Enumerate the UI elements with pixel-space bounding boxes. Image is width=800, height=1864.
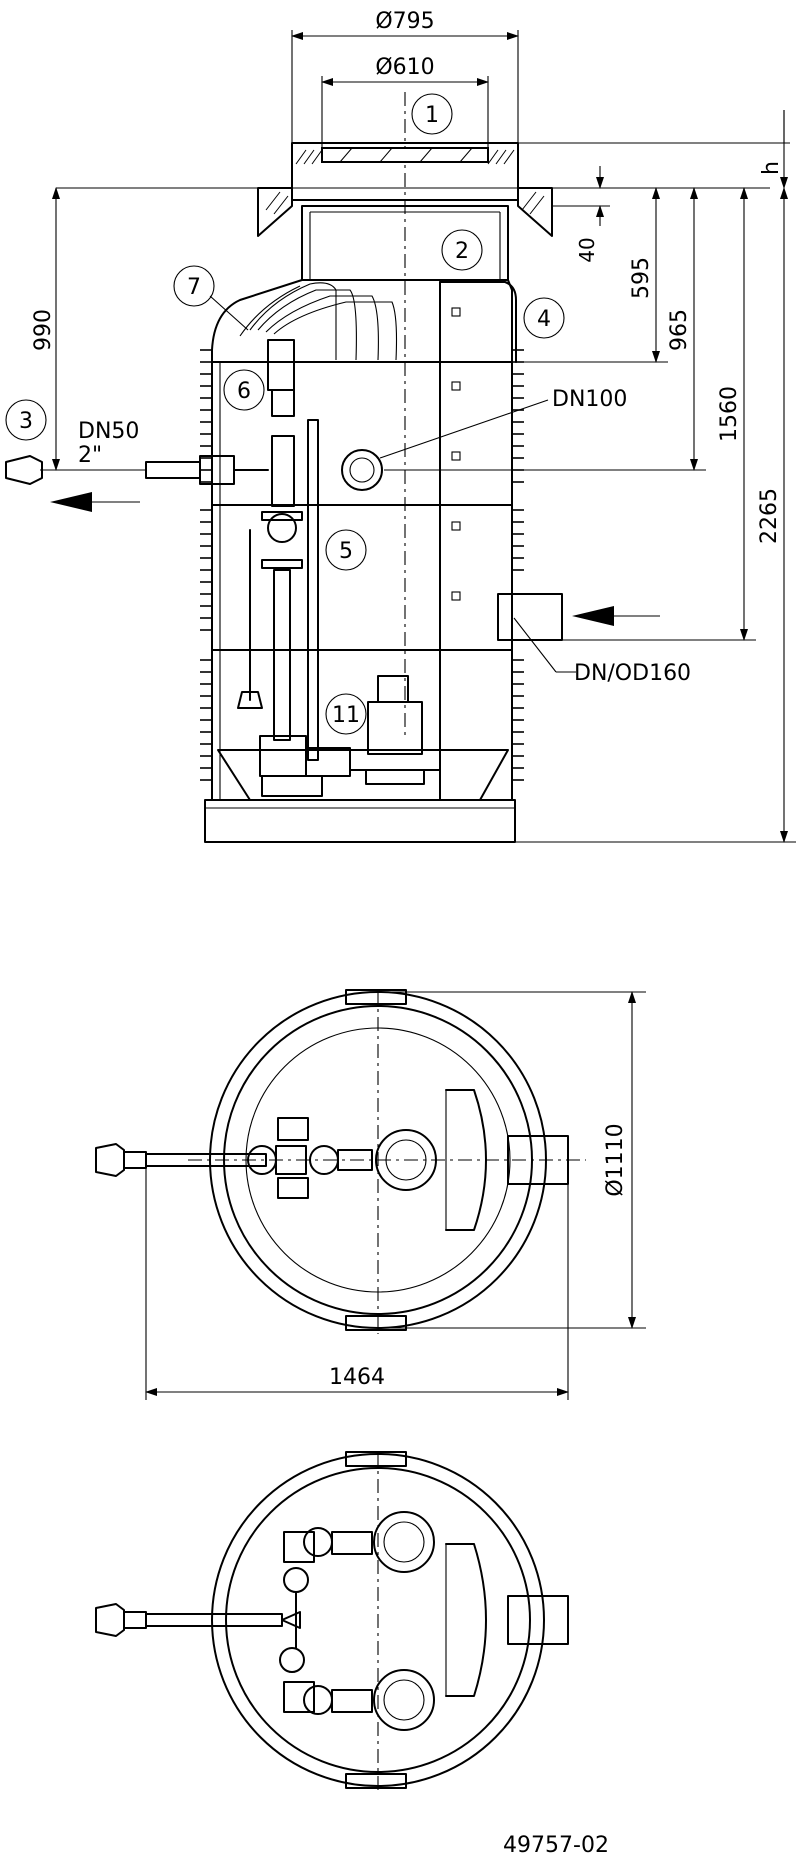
dim-965: 965: [667, 309, 692, 351]
dim-cover-outer: Ø795: [375, 9, 434, 34]
discharge-assembly: [259, 339, 351, 797]
dimension-lines-side: [40, 30, 796, 843]
float-switch: [237, 529, 263, 709]
callout-7: 7: [173, 265, 249, 331]
dim-h: h: [759, 161, 784, 175]
label-dn100: DN100: [552, 387, 627, 412]
svg-text:7: 7: [187, 275, 201, 300]
flow-arrows: [50, 492, 660, 626]
callout-3: 3: [5, 399, 47, 441]
side-view: 1 2 3 4 5 6 7 11: [5, 9, 796, 843]
label-inlet-dn-od160: DN/OD160: [574, 661, 691, 686]
svg-text:3: 3: [19, 409, 33, 434]
dim-990: 990: [31, 309, 56, 351]
top-view-twin-pump: [95, 1451, 569, 1790]
riser-shaft: [301, 205, 509, 281]
control-housing: [439, 281, 517, 363]
svg-text:5: 5: [339, 539, 353, 564]
dim-cover-inner: Ø610: [375, 55, 434, 80]
callout-2: 2: [441, 229, 483, 271]
label-2-inch: 2": [78, 443, 102, 468]
submersible-pump: [349, 675, 441, 785]
svg-text:1: 1: [425, 103, 439, 128]
dim-1560: 1560: [717, 386, 742, 442]
callout-4: 4: [523, 297, 565, 339]
outlet-pipe: [5, 455, 269, 485]
callout-1: 1: [411, 93, 453, 135]
svg-text:11: 11: [332, 703, 360, 728]
label-dn50: DN50: [78, 419, 139, 444]
callout-5: 5: [325, 529, 367, 571]
vent-opening-dn100: [341, 449, 383, 491]
inlet-pipe: [497, 593, 563, 641]
callout-6: 6: [223, 369, 265, 411]
dim-40: 40: [575, 237, 599, 262]
svg-text:6: 6: [237, 379, 251, 404]
dim-595: 595: [629, 257, 654, 299]
drawing-number: 49757-02: [503, 1833, 609, 1858]
tank-ribs-right: [512, 349, 524, 781]
cable-bundle: [239, 282, 398, 361]
dim-width-1464: 1464: [329, 1365, 385, 1390]
svg-text:4: 4: [537, 307, 551, 332]
callout-11: 11: [325, 693, 367, 735]
tank-body: [204, 279, 516, 843]
top-view-single-pump: Ø1110 1464: [95, 989, 646, 1400]
dim-diameter-1110: Ø1110: [603, 1123, 628, 1196]
tank-ribs-left: [200, 349, 212, 781]
dim-2265: 2265: [757, 488, 782, 544]
svg-text:2: 2: [455, 239, 469, 264]
